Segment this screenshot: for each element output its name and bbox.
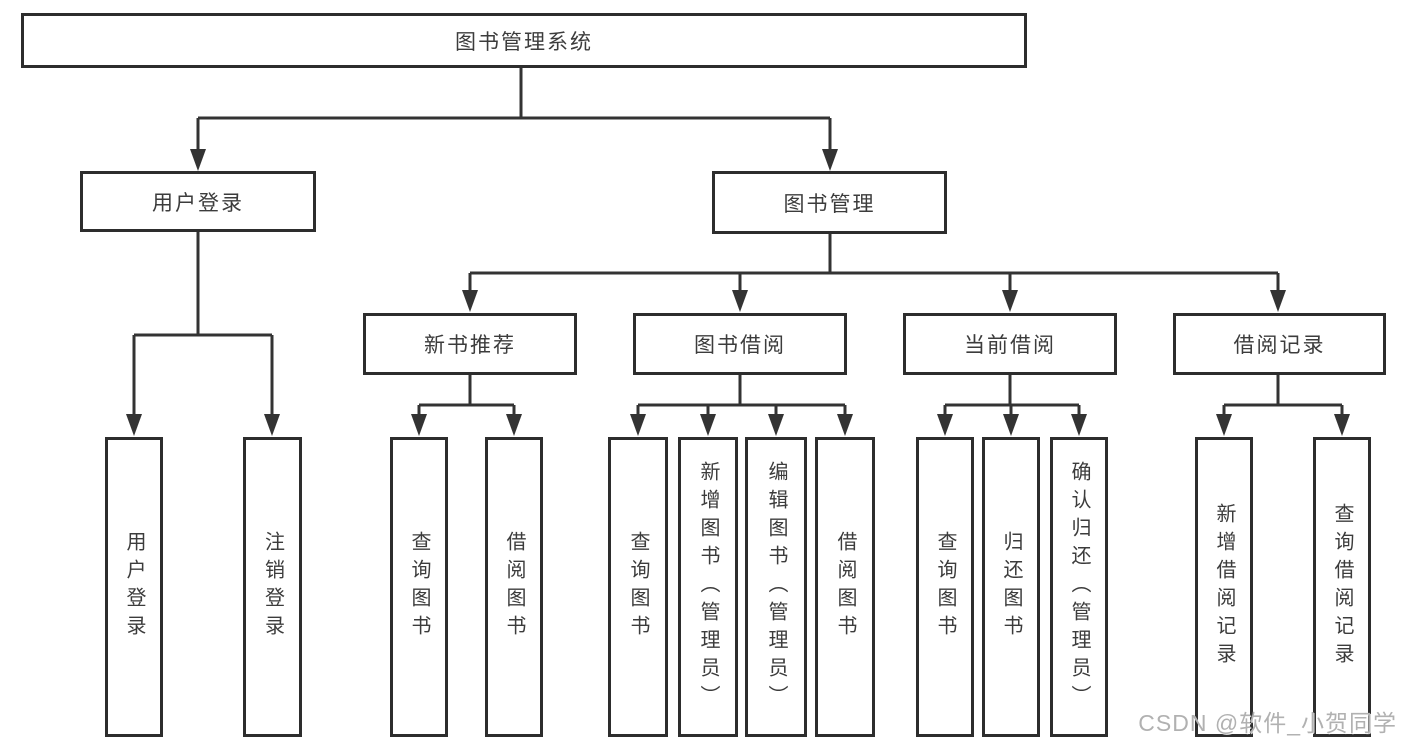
leaf-query-books-current-label: 查询图书 bbox=[934, 531, 956, 643]
leaf-add-books-admin: 新增图书（管理员） bbox=[678, 437, 738, 737]
leaf-logout-label: 注销登录 bbox=[261, 531, 284, 643]
connector-recommend-to-leaves bbox=[417, 375, 516, 418]
node-new-book-recommend-label: 新书推荐 bbox=[424, 334, 516, 357]
leaf-query-books-current: 查询图书 bbox=[916, 437, 974, 737]
leaf-edit-books-admin-label: 编辑图书（管理员） bbox=[765, 461, 787, 713]
leaf-borrow-books-recommend-label: 借阅图书 bbox=[503, 531, 525, 643]
leaf-add-borrow-record-label: 新增借阅记录 bbox=[1213, 503, 1235, 671]
leaf-user-login: 用户登录 bbox=[105, 437, 163, 737]
leaf-add-borrow-record: 新增借阅记录 bbox=[1195, 437, 1253, 737]
node-user-login-branch-label: 用户登录 bbox=[152, 191, 244, 215]
node-root-label: 图书管理系统 bbox=[455, 30, 593, 54]
node-book-management-label: 图书管理 bbox=[783, 192, 876, 216]
leaf-confirm-return-admin-label: 确认归还（管理员） bbox=[1068, 461, 1090, 713]
node-book-borrowing-label: 图书借阅 bbox=[694, 334, 786, 357]
node-current-borrowing-label: 当前借阅 bbox=[964, 334, 1056, 357]
leaf-borrow-books-recommend: 借阅图书 bbox=[485, 437, 543, 737]
arrowheads-records-leaves bbox=[1216, 414, 1350, 436]
node-book-management: 图书管理 bbox=[712, 171, 947, 234]
leaf-borrow-books-borrowing: 借阅图书 bbox=[815, 437, 875, 737]
arrowheads-level1 bbox=[190, 149, 838, 171]
arrowheads-login-leaves bbox=[126, 414, 280, 436]
leaf-query-books-borrowing-label: 查询图书 bbox=[627, 531, 649, 643]
node-root-system: 图书管理系统 bbox=[21, 13, 1027, 68]
arrowheads-current-leaves bbox=[937, 414, 1087, 436]
leaf-query-borrow-record-label: 查询借阅记录 bbox=[1331, 503, 1353, 671]
leaf-query-books-recommend: 查询图书 bbox=[390, 437, 448, 737]
leaf-logout: 注销登录 bbox=[243, 437, 302, 737]
connector-login-to-leaves bbox=[132, 232, 274, 418]
connector-borrow-to-leaves bbox=[636, 375, 847, 418]
leaf-add-books-admin-label: 新增图书（管理员） bbox=[697, 461, 719, 713]
node-borrowing-records: 借阅记录 bbox=[1173, 313, 1386, 375]
connector-current-to-leaves bbox=[943, 375, 1081, 418]
node-borrowing-records-label: 借阅记录 bbox=[1233, 334, 1326, 357]
leaf-user-login-label: 用户登录 bbox=[123, 531, 145, 643]
connector-root-to-level1 bbox=[196, 68, 832, 153]
csdn-watermark: CSDN @软件_小贺同学 bbox=[1138, 710, 1397, 736]
node-current-borrowing: 当前借阅 bbox=[903, 313, 1117, 375]
leaf-query-books-borrowing: 查询图书 bbox=[608, 437, 668, 737]
arrowheads-borrow-leaves bbox=[630, 414, 853, 436]
leaf-edit-books-admin: 编辑图书（管理员） bbox=[745, 437, 807, 737]
leaf-confirm-return-admin: 确认归还（管理员） bbox=[1050, 437, 1108, 737]
node-user-login-branch: 用户登录 bbox=[80, 171, 316, 232]
connector-records-to-leaves bbox=[1222, 375, 1344, 418]
leaf-return-books-label: 归还图书 bbox=[1000, 531, 1022, 643]
node-new-book-recommend: 新书推荐 bbox=[363, 313, 577, 375]
leaf-query-borrow-record: 查询借阅记录 bbox=[1313, 437, 1371, 737]
leaf-return-books: 归还图书 bbox=[982, 437, 1040, 737]
connector-manage-to-level2 bbox=[468, 234, 1280, 294]
node-book-borrowing: 图书借阅 bbox=[633, 313, 847, 375]
arrowheads-level2 bbox=[462, 290, 1286, 312]
leaf-query-books-recommend-label: 查询图书 bbox=[408, 531, 430, 643]
arrowheads-recommend-leaves bbox=[411, 414, 522, 436]
leaf-borrow-books-borrowing-label: 借阅图书 bbox=[834, 531, 856, 643]
